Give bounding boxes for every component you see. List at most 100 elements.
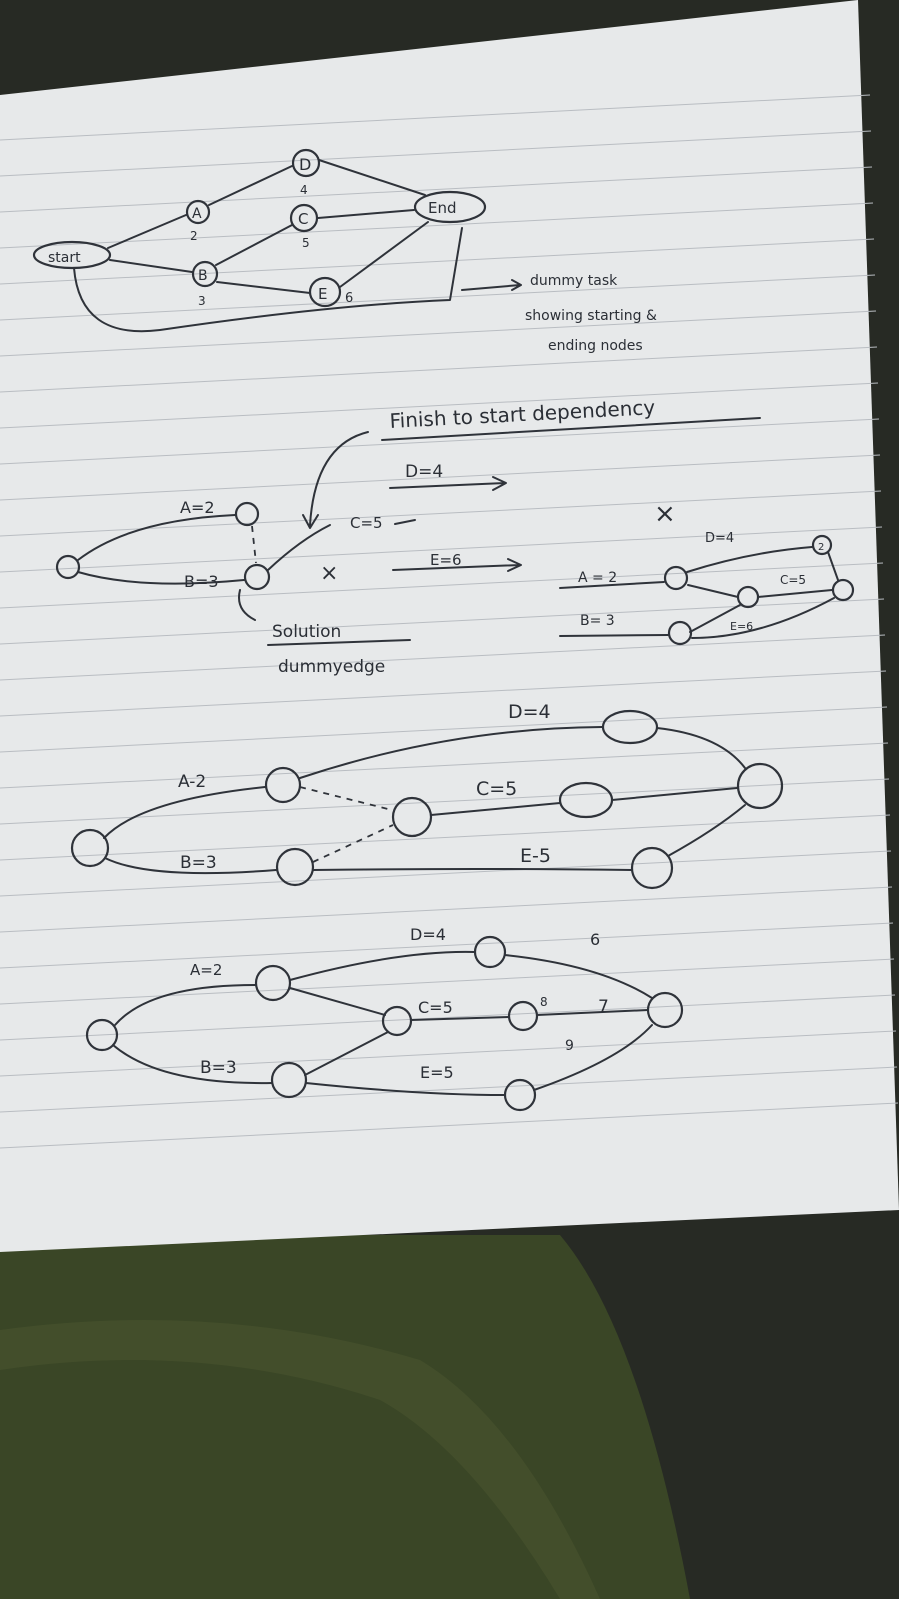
d4-node-mid xyxy=(381,1005,413,1037)
d3-node-e xyxy=(630,846,674,890)
d4-edge-b xyxy=(112,1044,273,1085)
d3-edge-e-end xyxy=(667,804,746,857)
d2-edge-c xyxy=(267,524,331,571)
d4-start-node xyxy=(85,1018,119,1052)
diagram-2-dependency: A=2 B=3 C=5 × D=4 E=6 Solution dummyedge… xyxy=(55,431,855,677)
d4-label-a: A=2 xyxy=(190,961,222,979)
d4-edge-a xyxy=(114,984,256,1026)
d3-label-b: B=3 xyxy=(180,853,217,873)
d3-edge-d xyxy=(299,726,603,779)
d2r-label-e: E=6 xyxy=(730,620,753,633)
d2r-end-weight: 2 xyxy=(818,542,824,553)
d2r-label-a: A = 2 xyxy=(578,570,617,586)
node-e-weight: 6 xyxy=(345,291,353,306)
diagram-4-network: A=2 B=3 D=4 C=5 E=5 6 7 8 9 xyxy=(85,925,684,1112)
d2-label-c: C=5 xyxy=(350,514,383,532)
green-fabric xyxy=(0,1235,690,1599)
note-line-3: ending nodes xyxy=(548,338,643,354)
d3-label-e: E-5 xyxy=(520,845,551,867)
edge-e-end xyxy=(339,221,429,288)
d2-solution: Solution xyxy=(272,622,341,642)
diagram-3-network: A-2 B=3 D=4 C=5 E-5 xyxy=(70,701,784,890)
d3-edge-e xyxy=(312,868,633,871)
d3-dummy-b xyxy=(312,824,394,863)
d2-label-a: A=2 xyxy=(180,498,215,517)
d3-label-d: D=4 xyxy=(508,701,551,723)
d2-node-a xyxy=(234,501,260,527)
node-a-label: A xyxy=(192,206,202,222)
d2r-cross: × xyxy=(654,499,676,529)
fabric-fold xyxy=(0,1320,600,1599)
d2r-label-c: C=5 xyxy=(780,573,806,587)
node-a-weight: 2 xyxy=(190,229,198,243)
d2r-edges xyxy=(559,546,839,639)
d2-label-d: D=4 xyxy=(405,462,443,482)
d4-edge-a-mid xyxy=(289,987,386,1016)
d4-label-c: C=5 xyxy=(418,998,453,1017)
d3-node-mid xyxy=(391,796,433,838)
edge-start-a xyxy=(107,214,187,249)
start-label: start xyxy=(48,250,81,266)
ruled-lines xyxy=(0,94,899,1149)
d2r-label-b: B= 3 xyxy=(580,613,615,629)
d3-dummy-a xyxy=(299,786,393,811)
node-b-label: B xyxy=(198,268,208,284)
node-c-weight: 5 xyxy=(302,236,310,250)
node-d-label: D xyxy=(299,155,311,174)
d3-edge-b xyxy=(104,857,277,875)
node-b xyxy=(191,260,219,288)
d3-node-b xyxy=(275,847,315,887)
note-line-2: showing starting & xyxy=(525,308,657,324)
node-c-label: C xyxy=(298,210,308,228)
edge-b-e xyxy=(216,281,311,294)
d3-node-a xyxy=(264,766,302,804)
edge-d-end xyxy=(318,159,426,196)
d4-edge-b-mid xyxy=(304,1031,389,1076)
d3-edge-c-end xyxy=(611,787,738,801)
d4-node-b xyxy=(270,1061,308,1099)
d4-edge-e xyxy=(305,1082,506,1096)
note-line-1: dummy task xyxy=(530,273,618,289)
d4-label-6: 6 xyxy=(590,930,600,949)
d3-label-a: A-2 xyxy=(178,772,206,792)
d4-node-a xyxy=(254,964,292,1002)
d4-label-b: B=3 xyxy=(200,1058,237,1078)
node-d-weight: 4 xyxy=(300,183,308,197)
d2r-node-b xyxy=(667,620,693,646)
node-b-weight: 3 xyxy=(198,294,206,308)
d2r-node-a xyxy=(663,565,689,591)
end-label: End xyxy=(428,199,457,217)
d2-arrow-d xyxy=(389,476,507,491)
d2-arrow-c xyxy=(394,519,416,525)
node-a xyxy=(185,199,211,225)
d2-label-b: B=3 xyxy=(184,572,219,591)
edge-c-end xyxy=(317,209,415,219)
d3-start-node xyxy=(70,828,110,868)
d4-edge-a-d xyxy=(289,950,476,981)
d3-edge-c xyxy=(430,802,561,816)
edge-b-c xyxy=(215,224,293,266)
d2-label-e: E=6 xyxy=(430,551,462,569)
d2-edge-a xyxy=(77,514,236,561)
d3-node-end xyxy=(736,762,784,810)
d2-dummyedge: dummyedge xyxy=(278,657,385,677)
diagram-1-network: start A 2 B 3 D 4 C 5 E 6 End dummy task… xyxy=(32,148,657,354)
d2r-label-d: D=4 xyxy=(705,531,734,546)
d3-edge-a xyxy=(103,786,266,839)
edge-a-d xyxy=(208,165,293,206)
dummy-edge-start-end xyxy=(73,227,463,333)
d2-edge-b xyxy=(77,571,245,585)
edge-start-b xyxy=(109,259,193,273)
d2r-node-d xyxy=(811,534,833,556)
paper-sheet xyxy=(0,0,899,1252)
d2-solution-hook xyxy=(238,589,256,621)
d4-label-e: E=5 xyxy=(420,1063,454,1082)
d4-edge-e-end xyxy=(533,1024,653,1091)
start-node xyxy=(32,240,112,270)
d4-edge-d-end xyxy=(504,954,653,999)
end-node xyxy=(413,190,487,224)
d2-cross-left: × xyxy=(320,561,338,586)
d2-start-node xyxy=(55,554,81,580)
node-d xyxy=(291,148,321,178)
